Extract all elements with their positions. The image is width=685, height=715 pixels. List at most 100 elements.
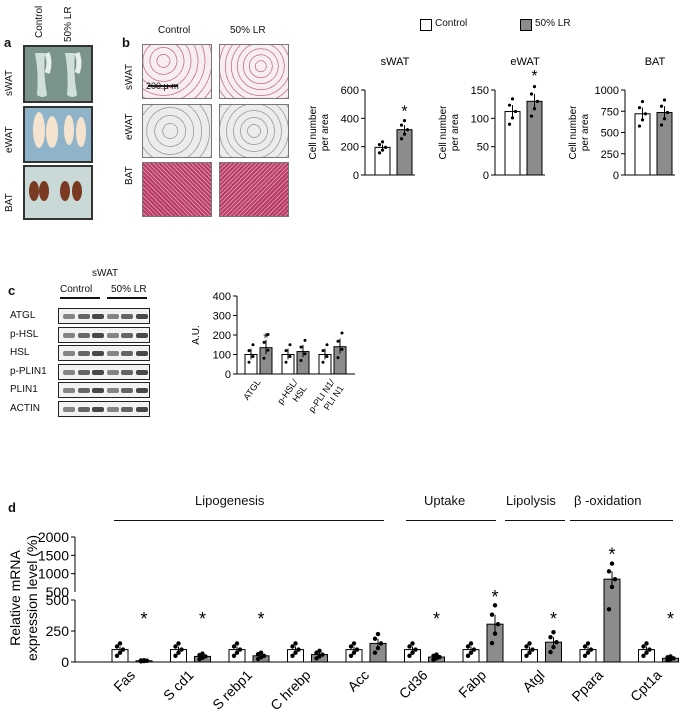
data-point	[668, 654, 673, 659]
data-point	[535, 99, 540, 103]
blot-band	[92, 388, 104, 393]
x-tick-label: S rebp1	[209, 667, 255, 713]
data-point	[405, 128, 410, 132]
significance-marker: *	[140, 609, 147, 629]
data-point	[609, 584, 615, 590]
histo-row-ewat: eWAT	[124, 113, 135, 140]
data-point	[293, 641, 298, 646]
blot-band	[63, 314, 75, 319]
histo-row-bat: BAT	[124, 166, 135, 185]
blot-group-control: Control	[60, 284, 93, 295]
data-point	[585, 641, 591, 646]
scale-bar-label: 200 μ m	[146, 81, 179, 91]
y-tick-label: 200	[341, 142, 359, 154]
data-point	[247, 360, 251, 364]
bar-control	[504, 111, 521, 176]
x-tick-label: Atgl	[519, 667, 547, 695]
data-point	[507, 122, 512, 126]
y-axis-label-line: per area	[450, 113, 461, 151]
column-label-lr: 50% LR	[63, 6, 74, 42]
data-point	[641, 644, 646, 649]
data-point	[290, 644, 295, 649]
data-point	[325, 343, 329, 347]
data-point	[437, 654, 442, 660]
blot-band	[92, 369, 104, 375]
chart-title: sWAT	[381, 56, 410, 68]
blot-band	[106, 369, 119, 375]
data-point	[659, 123, 664, 127]
data-point	[325, 354, 329, 358]
data-point	[606, 607, 612, 612]
blot-band	[77, 388, 90, 393]
blot-band	[121, 351, 133, 356]
swat-tissue-image	[35, 52, 82, 97]
data-point	[399, 137, 404, 141]
x-tick-label: Acc	[344, 667, 372, 695]
data-point	[510, 116, 515, 120]
data-point	[266, 348, 270, 352]
y-tick-label: 0	[483, 170, 489, 182]
scale-bar	[148, 85, 178, 87]
data-point	[510, 97, 515, 101]
bat-photo	[23, 165, 93, 220]
data-point	[524, 653, 529, 658]
y-axis-label-line: Cell number	[568, 105, 579, 160]
data-point	[141, 657, 147, 663]
data-point	[261, 653, 267, 658]
histo-bat-control	[142, 162, 212, 217]
x-tick-label: Ppara	[568, 667, 606, 705]
bar-control	[634, 113, 651, 176]
blot-label-p-plin1: p-PLIN1	[10, 365, 47, 377]
data-point	[644, 650, 649, 655]
data-point	[530, 647, 535, 652]
group-line-lipogenesis	[114, 520, 384, 521]
data-point	[117, 641, 123, 646]
group-label-lipogenesis: Lipogenesis	[195, 493, 265, 508]
ewat-tissue-image	[33, 112, 86, 148]
data-point	[234, 641, 240, 646]
data-point	[413, 647, 418, 652]
x-tick-label: S cd1	[160, 667, 197, 704]
y-tick-label: 100	[213, 350, 231, 362]
blot-band	[135, 406, 148, 412]
data-point	[377, 143, 382, 147]
data-point	[251, 354, 255, 358]
blot-band	[121, 388, 133, 393]
data-point	[527, 650, 532, 655]
y-tick-label: 0	[61, 654, 69, 670]
y-tick-label: 1000	[595, 85, 619, 97]
y-tick-label: 300	[213, 311, 231, 323]
x-tick-label: Fas	[110, 667, 138, 695]
histo-swat-lr	[219, 44, 289, 99]
row-label-swat: sWAT	[4, 69, 15, 96]
group-label-uptake: Uptake	[424, 493, 466, 508]
data-point	[303, 352, 307, 356]
significance-marker: *	[263, 330, 269, 346]
blot-band	[106, 314, 119, 319]
data-point	[372, 636, 378, 641]
x-tick-label-line: ATGL	[241, 377, 262, 401]
legend-swatch-lr	[520, 19, 532, 31]
x-tick-label: p-HSL/HSL	[275, 377, 309, 412]
data-point	[284, 349, 288, 353]
bar-lr	[603, 578, 621, 663]
blot-band	[92, 314, 104, 319]
data-point	[495, 621, 501, 627]
data-point	[173, 644, 178, 649]
x-tick-label: C hrebp	[267, 667, 314, 714]
significance-marker: *	[257, 609, 264, 629]
blot-band	[121, 406, 133, 412]
y-axis-label-line: Cell number	[438, 105, 449, 160]
group-line-beta-oxidation	[570, 520, 673, 521]
data-point	[321, 349, 325, 353]
x-tick-label: Cpt1a	[627, 667, 665, 705]
data-point	[640, 118, 645, 122]
data-point	[336, 356, 340, 360]
data-point	[266, 333, 270, 337]
data-point	[410, 641, 415, 646]
blot-strip	[58, 345, 150, 361]
y-tick-label: 400	[213, 291, 231, 303]
data-point	[377, 151, 382, 155]
data-point	[179, 647, 184, 652]
